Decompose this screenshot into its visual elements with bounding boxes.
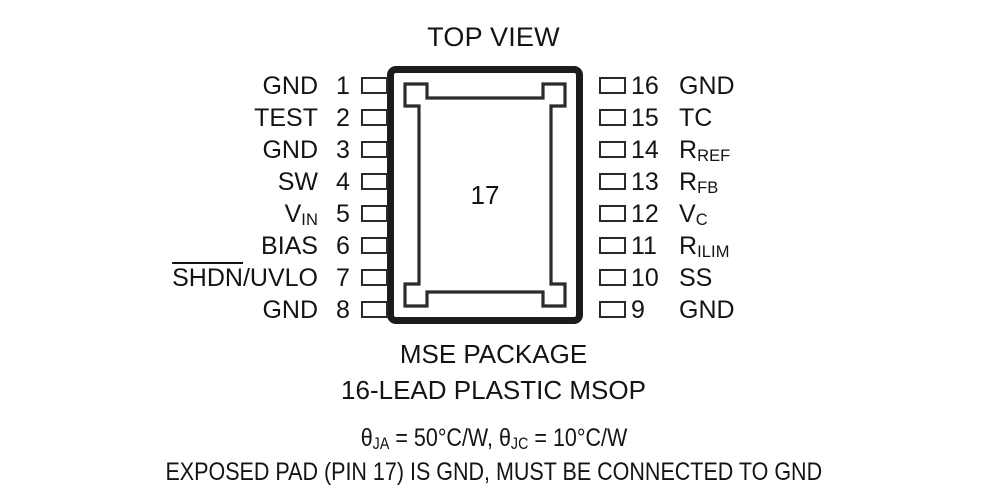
pin-label-4: SW: [277, 168, 318, 196]
pin-number-4: 4: [336, 168, 350, 196]
pin-lead-10: [599, 269, 626, 286]
exposed-pad-note-text: EXPOSED PAD (PIN 17) IS GND, MUST BE CON…: [165, 458, 822, 486]
pin-label-10: SS: [679, 264, 713, 292]
pin-lead-16: [599, 77, 626, 94]
pin-label-9: GND: [679, 296, 735, 324]
pin-number-9: 9: [631, 296, 645, 324]
pin-lead-7: [361, 269, 388, 286]
pin-number-7: 7: [336, 264, 350, 292]
pin-number-14: 14: [631, 136, 659, 164]
pin-lead-5: [361, 205, 388, 222]
pin-number-12: 12: [631, 200, 659, 228]
pin-label-8: GND: [262, 296, 318, 324]
pin-lead-3: [361, 141, 388, 158]
pin-number-5: 5: [336, 200, 350, 228]
pin-label-11: RILIM: [679, 232, 730, 261]
thermal-resistance-text: θJA = 50°C/W, θJC = 10°C/W: [360, 424, 627, 453]
pin-label-15: TC: [679, 104, 713, 132]
pin-lead-13: [599, 173, 626, 190]
exposed-pad-number: 17: [470, 180, 500, 210]
pin-number-2: 2: [336, 104, 350, 132]
pin-lead-14: [599, 141, 626, 158]
pin-label-6: BIAS: [261, 232, 318, 260]
pin-number-13: 13: [631, 168, 659, 196]
pin-lead-6: [361, 237, 388, 254]
pin-number-8: 8: [336, 296, 350, 324]
pin-number-6: 6: [336, 232, 350, 260]
pin-label-5: VIN: [284, 200, 318, 229]
pin-label-7: SHDN/UVLO: [172, 264, 318, 292]
pin-lead-12: [599, 205, 626, 222]
pin-number-1: 1: [336, 72, 350, 100]
pin-lead-9: [599, 301, 626, 318]
diagram-title: TOP VIEW: [427, 22, 560, 52]
pin-number-16: 16: [631, 72, 659, 100]
pin-lead-4: [361, 173, 388, 190]
pin-lead-1: [361, 77, 388, 94]
pin-label-2: TEST: [254, 104, 318, 132]
pin-label-13: RFB: [679, 168, 719, 197]
thermal-resistance-line: θJA = 50°C/W, θJC = 10°C/W: [0, 424, 987, 454]
pin-number-10: 10: [631, 264, 659, 292]
pin-number-15: 15: [631, 104, 659, 132]
pin-label-3: GND: [262, 136, 318, 164]
exposed-pad-note: EXPOSED PAD (PIN 17) IS GND, MUST BE CON…: [0, 458, 987, 487]
pin-lead-15: [599, 109, 626, 126]
package-name-line-1: MSE PACKAGE: [399, 339, 588, 369]
package-name-line-2: 16-LEAD PLASTIC MSOP: [341, 375, 646, 405]
pin-label-1: GND: [262, 72, 318, 100]
exposed-pad-outline: [403, 82, 567, 308]
pin-lead-11: [599, 237, 626, 254]
pin-number-3: 3: [336, 136, 350, 164]
pin-label-12: VC: [679, 200, 708, 229]
pin-number-11: 11: [631, 232, 657, 260]
pin-label-14: RREF: [679, 136, 731, 165]
pin-lead-2: [361, 109, 388, 126]
pin-label-16: GND: [679, 72, 735, 100]
pin-lead-8: [361, 301, 388, 318]
